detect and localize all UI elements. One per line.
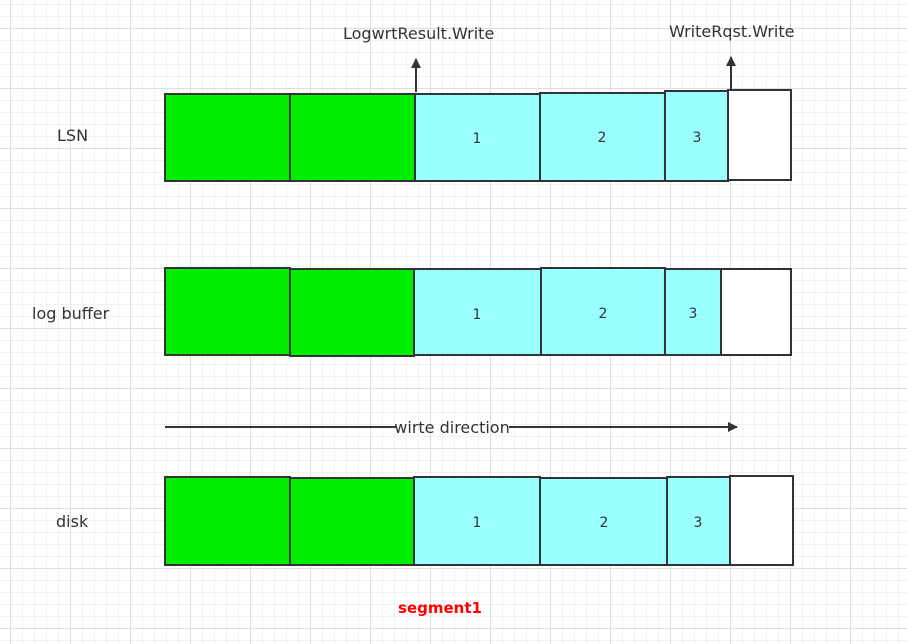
segment-label: segment1 [398, 599, 482, 617]
disk-cell-1-label: 1 [473, 515, 482, 531]
buffer-cell-3-label: 3 [689, 306, 698, 322]
disk-cell-3-label: 3 [694, 515, 703, 531]
lsn-empty-block [727, 89, 792, 181]
lsn-written-block [164, 93, 291, 182]
lsn-pending-block-3 [664, 90, 729, 182]
logwrt-result-write-label: LogwrtResult.Write [343, 24, 494, 43]
buffer-pending-block-3 [664, 268, 722, 356]
buffer-written-block [164, 267, 291, 356]
buffer-pending-block-1 [413, 268, 542, 356]
lsn-row: 1 2 3 [164, 89, 792, 182]
write-rqst-write-label: WriteRqst.Write [669, 22, 794, 41]
log-buffer-row: 1 2 3 [164, 267, 792, 357]
direction-label: wirte direction [394, 418, 509, 437]
disk-empty-block [729, 475, 794, 566]
lsn-pending-block-1 [414, 93, 541, 182]
buffer-written-block [289, 268, 415, 357]
row-label-log-buffer: log buffer [32, 304, 110, 323]
disk-written-block [289, 477, 415, 566]
disk-cell-2-label: 2 [600, 515, 609, 531]
buffer-cell-2-label: 2 [599, 306, 608, 322]
row-label-lsn: LSN [57, 126, 88, 145]
disk-row: 1 2 3 [164, 475, 794, 566]
lsn-cell-2-label: 2 [598, 130, 607, 146]
lsn-pending-block-2 [539, 92, 666, 182]
lsn-cell-1-label: 1 [473, 131, 482, 147]
buffer-empty-block [720, 268, 792, 356]
lsn-cell-3-label: 3 [693, 130, 702, 146]
lsn-written-block [289, 93, 416, 182]
row-label-disk: disk [56, 512, 89, 531]
write-direction: wirte direction [165, 418, 738, 437]
buffer-cell-1-label: 1 [473, 307, 482, 323]
disk-written-block [164, 476, 291, 566]
